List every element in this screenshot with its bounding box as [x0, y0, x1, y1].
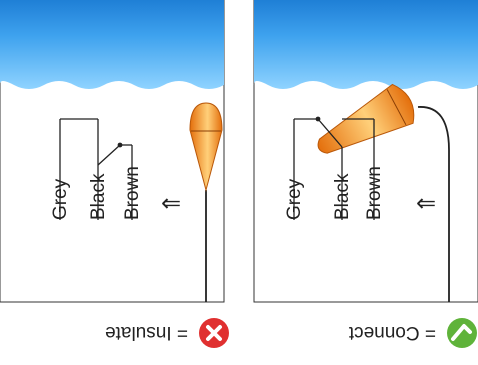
direction-arrow: ⇐ — [416, 190, 436, 217]
wire-label-grey: Grey — [284, 178, 305, 220]
float-cable — [417, 106, 450, 302]
wire-label-brown: Brown — [122, 166, 143, 220]
direction-arrow: ⇐ — [161, 190, 181, 217]
wire-label-grey: Grey — [50, 178, 71, 220]
panel-insulate: Brown Black Grey ⇐ — [0, 0, 225, 303]
switch-wiring — [59, 118, 133, 220]
switch-pivot — [117, 142, 123, 148]
legend-insulate: = Insulate — [105, 318, 229, 348]
wire-label-brown: Brown — [364, 166, 385, 220]
water — [253, 0, 478, 89]
wire-label-black: Black — [332, 173, 353, 220]
float — [189, 102, 223, 192]
legend-connect-label: = Connect — [348, 322, 436, 343]
check-icon — [447, 318, 477, 348]
wire-label-black: Black — [88, 173, 109, 220]
panel-connect: Brown Black Grey ⇐ — [253, 0, 478, 303]
water — [0, 0, 224, 89]
switch-wiring — [293, 118, 375, 220]
legend-connect: = Connect — [348, 318, 477, 348]
switch-pivot — [315, 116, 321, 122]
legend-insulate-label: = Insulate — [105, 322, 188, 343]
